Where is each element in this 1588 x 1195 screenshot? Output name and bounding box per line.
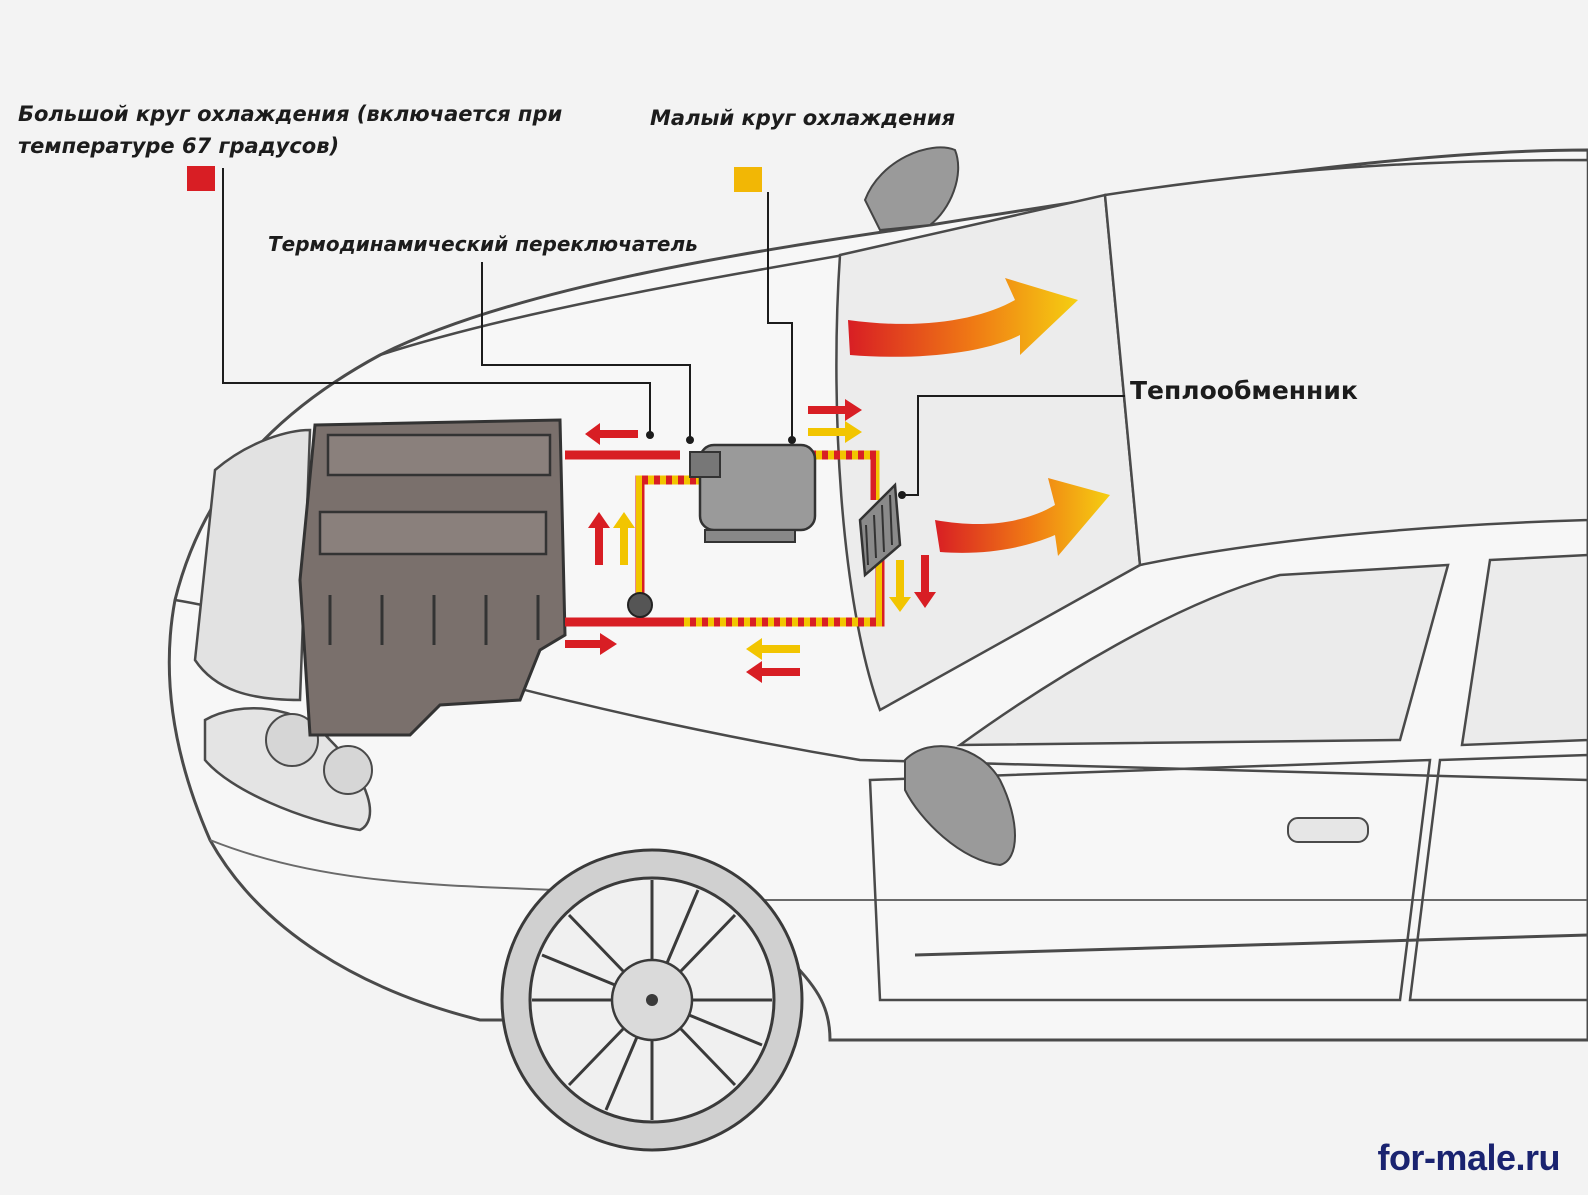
hood-line (379, 238, 931, 357)
rear-mirror (863, 146, 960, 232)
watermark: for-male.ru (1377, 1137, 1560, 1178)
windshield (835, 193, 1142, 712)
arrow-red-left-bottom (746, 661, 800, 683)
arrow-red-left (585, 423, 638, 445)
heat-exchanger-core (858, 482, 902, 578)
heater-unit (627, 443, 817, 618)
coolant-pipes (565, 450, 885, 627)
arrow-red-up (588, 512, 610, 565)
arrow-red-down (914, 555, 936, 608)
headlight-lens-1 (265, 713, 319, 767)
flow-arrows (565, 399, 936, 683)
headlight-lens-2 (323, 745, 373, 795)
legend-small-circuit (734, 167, 762, 192)
arrow-yellow-up (613, 512, 635, 565)
front-wheel (500, 848, 804, 1152)
warm-air-arrow-top (848, 278, 1078, 357)
engine-block (298, 418, 567, 737)
legend-large-circuit (187, 166, 215, 191)
arrow-red-right-bottom (565, 633, 617, 655)
door-rear (1408, 753, 1588, 1002)
label-thermo-switch: Термодинамический переключатель (268, 232, 698, 256)
side-window-rear (1460, 553, 1588, 747)
arrow-yellow-down (889, 560, 911, 612)
door-front (868, 758, 1432, 1002)
label-large-circuit-line1: Большой круг охлаждения (включается при (18, 102, 563, 126)
label-large-circuit: Большой круг охлаждения (включается при … (18, 98, 598, 162)
door-handle (1287, 817, 1369, 843)
label-large-circuit-line2: температуре 67 градусов) (18, 134, 340, 158)
leader-lines (222, 168, 1125, 496)
roof (1103, 158, 1588, 567)
warm-air-arrow-bottom (935, 478, 1110, 556)
arrow-yellow-left-bottom (746, 638, 800, 660)
side-window-front (956, 563, 1450, 747)
label-small-circuit: Малый круг охлаждения (650, 106, 956, 130)
headlight (203, 707, 372, 832)
arrow-yellow-right-top (808, 421, 862, 443)
grille (193, 428, 312, 702)
label-heat-exchanger: Теплообменник (1130, 376, 1358, 405)
side-molding (914, 933, 1588, 957)
arrow-red-right-top (808, 399, 862, 421)
side-mirror (904, 745, 1016, 867)
